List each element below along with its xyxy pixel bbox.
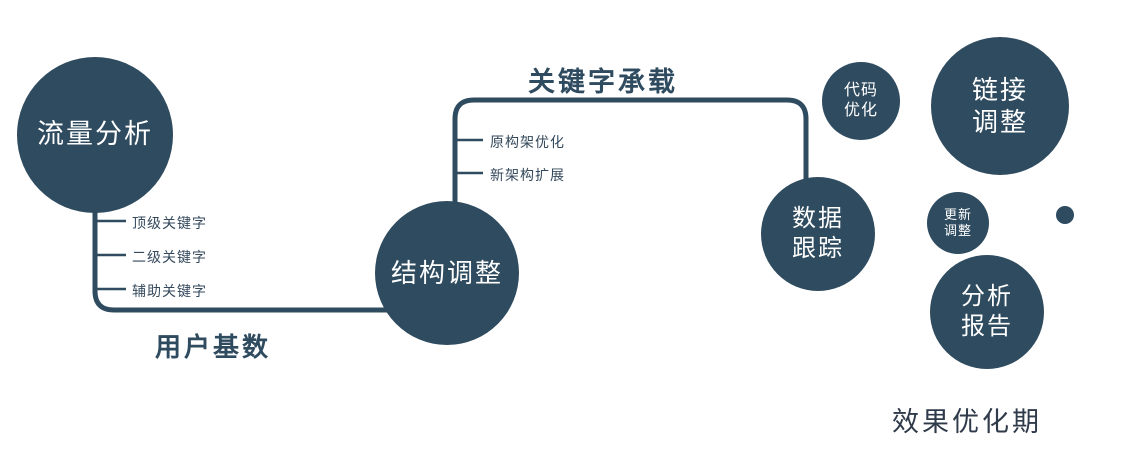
- edge-keyword-carry-line: [452, 97, 809, 235]
- node-label-line: 跟踪: [792, 235, 844, 262]
- edge-user-base-line: [92, 150, 395, 313]
- branch-label-top-keywords: 顶级关键字: [132, 215, 207, 231]
- node-label-line: 链接: [971, 74, 1028, 105]
- node-label-line: 优化: [843, 102, 878, 119]
- node-label-line: 报告: [961, 313, 1013, 340]
- node-structure-adjustment: 结构调整: [375, 201, 519, 345]
- node-label-line: 分析: [961, 283, 1013, 310]
- node-link-adjustment: 链接 调整: [931, 37, 1069, 175]
- branch-label-new-architecture: 新架构扩展: [490, 167, 565, 183]
- node-traffic-analysis: 流量分析: [17, 57, 173, 213]
- branch-label-auxiliary-keywords: 辅助关键字: [132, 283, 207, 299]
- edge-label-user-base: 用户基数: [155, 332, 272, 362]
- edge-label-keyword-carry: 关键字承载: [528, 67, 678, 97]
- branch-label-secondary-keywords: 二级关键字: [132, 249, 207, 265]
- branch-label-original-architecture: 原构架优化: [490, 134, 565, 150]
- node-update-adjustment: 更新 调整: [927, 192, 989, 254]
- node-label: 流量分析: [37, 119, 153, 150]
- node-label: 结构调整: [390, 257, 503, 288]
- footer-caption: 效果优化期: [892, 407, 1042, 437]
- node-label-line: 调整: [943, 223, 972, 238]
- node-label-line: 数据: [792, 205, 844, 232]
- node-data-tracking: 数据 跟踪: [761, 177, 875, 291]
- node-label-line: 更新: [943, 206, 972, 222]
- bullet-dot: [1056, 206, 1074, 224]
- node-code-optimization: 代码 优化: [822, 62, 900, 140]
- node-label-line: 调整: [971, 107, 1028, 137]
- node-label-line: 代码: [843, 82, 878, 99]
- node-analysis-report: 分析 报告: [930, 255, 1044, 369]
